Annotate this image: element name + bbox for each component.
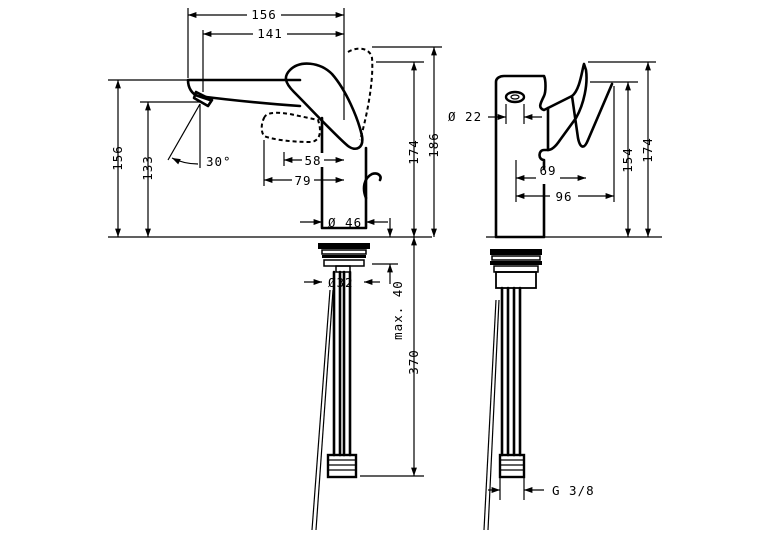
front-mounting-parts [490, 249, 542, 289]
lever [284, 62, 364, 150]
lever-open-position [347, 47, 374, 141]
dim-58: 58 [304, 153, 321, 168]
spout [186, 78, 302, 108]
dim-156-top: 156 [251, 7, 277, 22]
dim-69: 69 [539, 163, 556, 178]
tap-body [320, 116, 368, 230]
dim-79: 79 [294, 173, 311, 188]
outlet [504, 90, 526, 104]
dim-max-40: max. 40 [390, 280, 405, 340]
side-view-dimensions: 156 141 156 133 30° 58 79 Ø 46 [108, 7, 442, 477]
dim-thread-g38: G 3/8 [552, 483, 595, 498]
dim-174-side: 174 [406, 139, 421, 165]
side-view [108, 47, 432, 531]
dim-174-front: 174 [640, 137, 655, 163]
dim-133: 133 [140, 155, 155, 181]
dim-96: 96 [555, 189, 572, 204]
popup-rod [362, 172, 382, 200]
dim-154: 154 [620, 147, 635, 173]
front-supply-hoses [483, 286, 526, 531]
dim-141: 141 [257, 26, 283, 41]
aerator [192, 90, 214, 108]
lever-back-position [260, 111, 321, 144]
mounting-parts [318, 243, 370, 273]
front-lever [546, 62, 614, 152]
dim-diameter-32: Ø32 [328, 275, 354, 290]
dim-156-left: 156 [110, 145, 125, 171]
supply-hoses [311, 270, 358, 531]
dim-diameter-22: Ø 22 [448, 109, 482, 124]
front-view-dimensions: Ø 22 69 96 154 174 G 3/8 [448, 61, 656, 500]
dim-370: 370 [406, 349, 421, 375]
front-view [483, 62, 662, 531]
dim-diameter-46: Ø 46 [328, 215, 362, 230]
dim-30-degree: 30° [206, 154, 232, 169]
dim-186: 186 [426, 132, 441, 158]
